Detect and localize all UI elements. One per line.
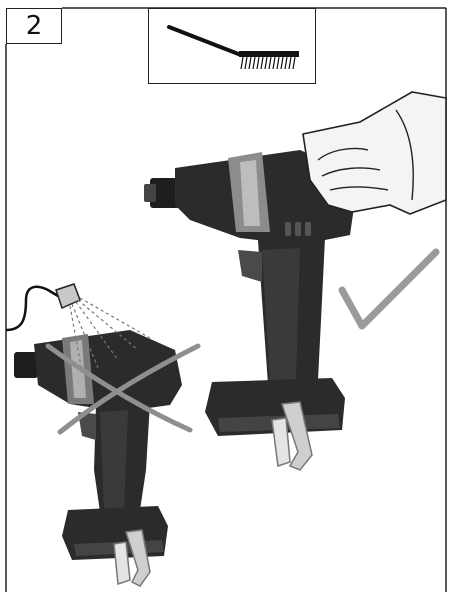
cross-icon <box>45 343 201 435</box>
checkmark-icon <box>338 248 440 330</box>
wire-brush-icon <box>167 25 299 70</box>
spray-nozzle-icon <box>5 283 151 373</box>
impact-driver-correct <box>144 150 355 471</box>
step-number-box: 2 <box>6 8 62 44</box>
impact-driver-incorrect <box>14 330 182 587</box>
hand-with-cloth <box>302 91 447 215</box>
step-number: 2 <box>25 11 43 41</box>
brush-panel <box>148 8 316 84</box>
